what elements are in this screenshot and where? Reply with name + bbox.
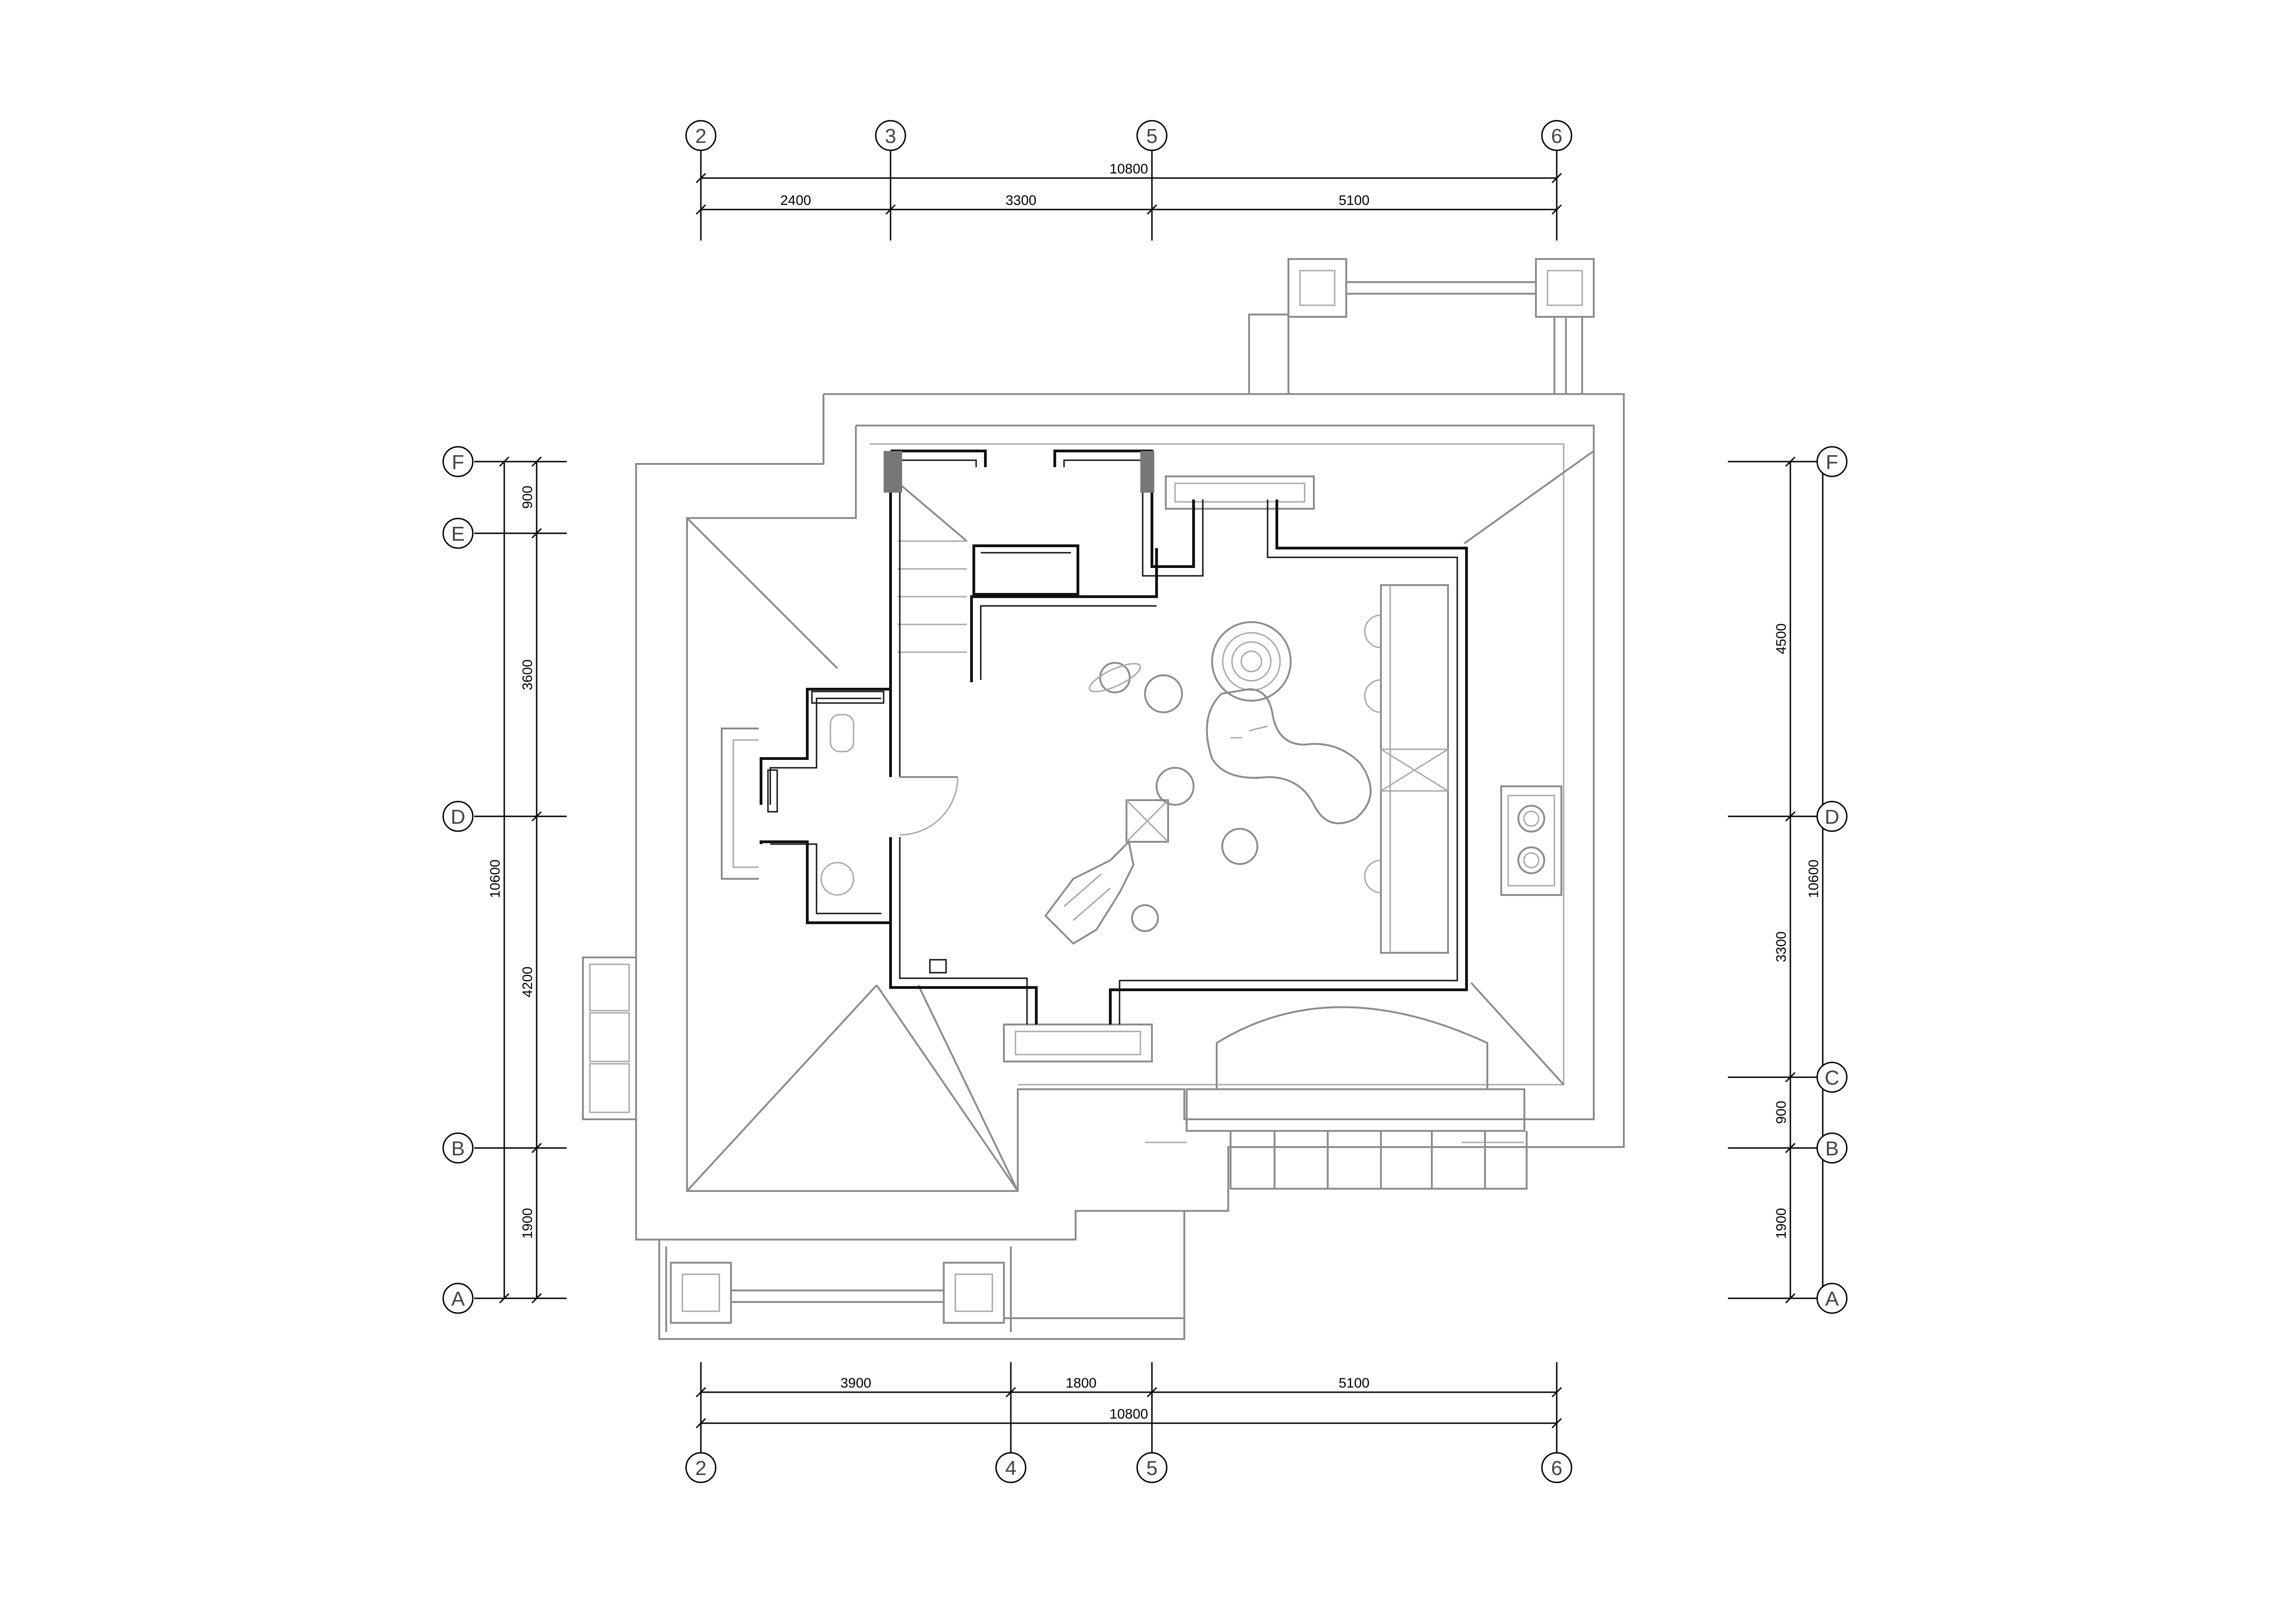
axis-bubble bbox=[442, 446, 474, 477]
axis-label-bottom-5: 5 bbox=[1146, 1457, 1157, 1480]
axis-label-top-2: 2 bbox=[695, 125, 706, 148]
left-axis-markers: F E D B A bbox=[442, 446, 474, 1314]
axis-label-left-e: E bbox=[451, 523, 464, 545]
right-stove bbox=[1500, 785, 1562, 896]
interior-walls bbox=[760, 450, 1468, 1024]
axis-bubble bbox=[1816, 1132, 1848, 1164]
axis-bubble bbox=[1816, 1283, 1848, 1314]
axis-bubble bbox=[1816, 446, 1848, 477]
axis-bubble bbox=[1541, 120, 1572, 151]
axis-bubble bbox=[1136, 1452, 1168, 1483]
right-axis-markers: F D C B A bbox=[1816, 446, 1848, 1314]
axis-label-top-5: 5 bbox=[1146, 125, 1157, 148]
left-dimension-4: 1900 bbox=[520, 1208, 535, 1239]
left-dimension-2: 3600 bbox=[520, 660, 535, 691]
axis-bubble bbox=[442, 1283, 474, 1314]
axis-bubble bbox=[1541, 1452, 1572, 1483]
axis-label-left-f: F bbox=[452, 451, 464, 474]
axis-label-right-d: D bbox=[1825, 806, 1839, 828]
right-dimensions: 4500 3300 900 1900 10600 bbox=[1728, 456, 1828, 1304]
top-dimension-2: 3300 bbox=[1006, 193, 1037, 208]
left-dimension-1: 900 bbox=[520, 486, 535, 509]
bottom-dimension-2: 1800 bbox=[1066, 1376, 1097, 1391]
bottom-dimensions: 3900 1800 5100 10800 bbox=[695, 1362, 1562, 1452]
roof-outline bbox=[635, 393, 1625, 1240]
axis-bubble bbox=[1816, 1061, 1848, 1093]
axis-bubble bbox=[442, 1132, 474, 1164]
left-total-dimension: 10600 bbox=[488, 859, 503, 898]
pergola-bottom-left bbox=[658, 1211, 1185, 1340]
axis-bubble bbox=[875, 120, 906, 151]
axis-label-top-3: 3 bbox=[885, 125, 896, 148]
axis-bubble bbox=[685, 1452, 717, 1483]
right-dimension-2: 3300 bbox=[1774, 932, 1789, 963]
top-dimension-3: 5100 bbox=[1339, 193, 1370, 208]
axis-label-left-d: D bbox=[451, 806, 465, 828]
axis-label-top-6: 6 bbox=[1551, 125, 1562, 148]
left-dimensions: 900 3600 4200 1900 10600 bbox=[474, 456, 567, 1304]
axis-bubble bbox=[995, 1452, 1027, 1483]
axis-label-bottom-6: 6 bbox=[1551, 1457, 1562, 1480]
left-dimension-3: 4200 bbox=[520, 967, 535, 998]
axis-bubble bbox=[442, 518, 474, 549]
door-swing bbox=[899, 776, 959, 836]
axis-label-left-a: A bbox=[451, 1288, 465, 1310]
left-bay bbox=[582, 728, 759, 1120]
axis-bubble bbox=[685, 120, 717, 151]
axis-label-right-c: C bbox=[1825, 1067, 1839, 1089]
top-dimension-1: 2400 bbox=[780, 193, 811, 208]
right-dimension-3: 900 bbox=[1774, 1101, 1789, 1124]
bottom-dimension-1: 3900 bbox=[841, 1376, 872, 1391]
right-dimension-1: 4500 bbox=[1774, 623, 1789, 654]
bottom-axis-markers: 2 4 5 6 bbox=[685, 1452, 1572, 1483]
axis-label-bottom-2: 2 bbox=[695, 1457, 706, 1480]
axis-label-bottom-4: 4 bbox=[1005, 1457, 1016, 1480]
bottom-terrace bbox=[1003, 475, 1528, 1190]
bottom-total-dimension: 10800 bbox=[1109, 1407, 1148, 1422]
right-total-dimension: 10600 bbox=[1806, 859, 1821, 898]
axis-bubble bbox=[442, 801, 474, 832]
play-area-furniture bbox=[929, 584, 1449, 974]
axis-label-right-b: B bbox=[1825, 1137, 1838, 1160]
right-dimension-4: 1900 bbox=[1774, 1208, 1789, 1239]
top-dimensions: 10800 2400 3300 5100 bbox=[695, 150, 1562, 241]
axis-label-right-a: A bbox=[1825, 1288, 1839, 1310]
axis-bubble bbox=[1136, 120, 1168, 151]
axis-bubble bbox=[1816, 801, 1848, 832]
top-axis-markers: 2 3 5 6 bbox=[685, 120, 1572, 151]
pergola-top-right bbox=[1248, 258, 1595, 394]
top-total-dimension: 10800 bbox=[1109, 161, 1148, 177]
axis-label-right-f: F bbox=[1826, 451, 1838, 474]
bottom-dimension-3: 5100 bbox=[1339, 1376, 1370, 1391]
axis-label-left-b: B bbox=[451, 1137, 464, 1160]
